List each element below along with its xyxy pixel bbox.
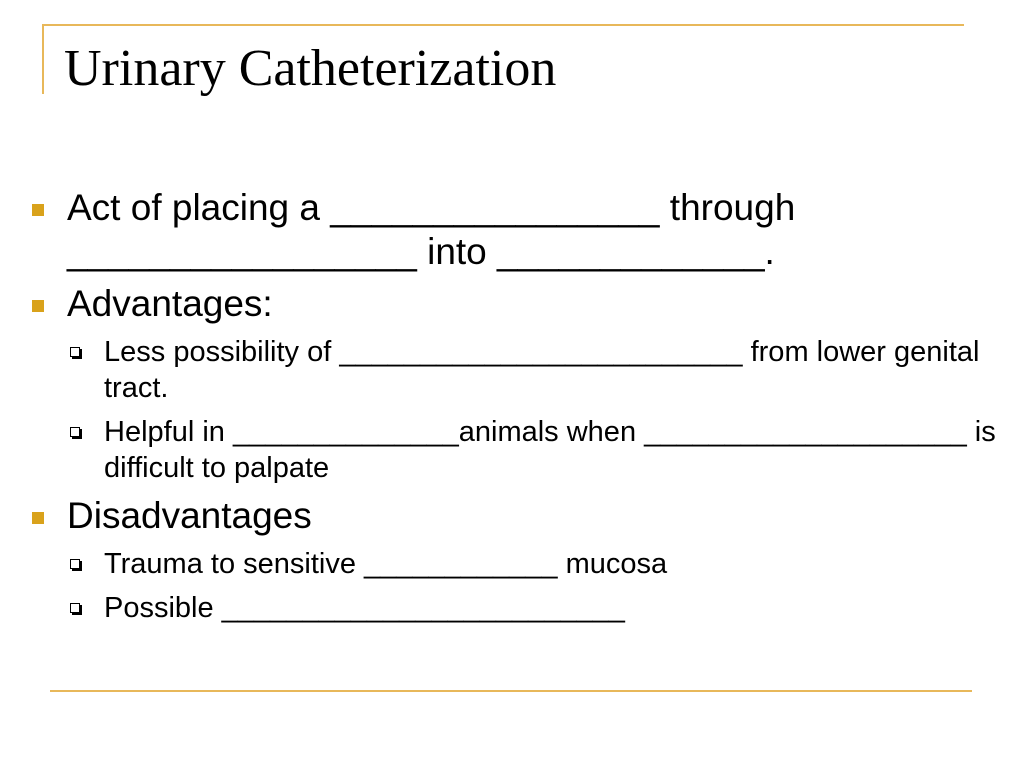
sub-bullet-text: Helpful in ______________animals when __… [104,416,996,484]
bullet-item-advantages: Advantages: [30,282,1000,326]
frame-left-line [42,24,44,94]
bullet-text: Act of placing a ________________ throug… [67,187,796,272]
sub-bullet-item: Less possibility of ____________________… [30,334,1000,406]
slide-content: Act of placing a ________________ throug… [30,186,1000,634]
frame-bottom-line [50,690,972,692]
square-bullet-icon [32,204,44,216]
sub-bullet-item: Possible _________________________ [30,590,1000,626]
hollow-square-bullet-icon [70,603,80,613]
frame-top-line [42,24,964,26]
hollow-square-bullet-icon [70,427,80,437]
bullet-text: Disadvantages [67,495,312,536]
bullet-item-definition: Act of placing a ________________ throug… [30,186,1000,274]
sub-bullet-item: Trauma to sensitive ____________ mucosa [30,546,1000,582]
sub-bullet-text: Trauma to sensitive ____________ mucosa [104,548,668,580]
bullet-item-disadvantages: Disadvantages [30,494,1000,538]
square-bullet-icon [32,512,44,524]
slide-title: Urinary Catheterization [64,40,557,97]
sub-bullet-text: Less possibility of ____________________… [104,336,980,404]
hollow-square-bullet-icon [70,559,80,569]
sub-bullet-item: Helpful in ______________animals when __… [30,414,1000,486]
square-bullet-icon [32,300,44,312]
hollow-square-bullet-icon [70,347,80,357]
bullet-text: Advantages: [67,283,273,324]
sub-bullet-text: Possible _________________________ [104,592,625,624]
